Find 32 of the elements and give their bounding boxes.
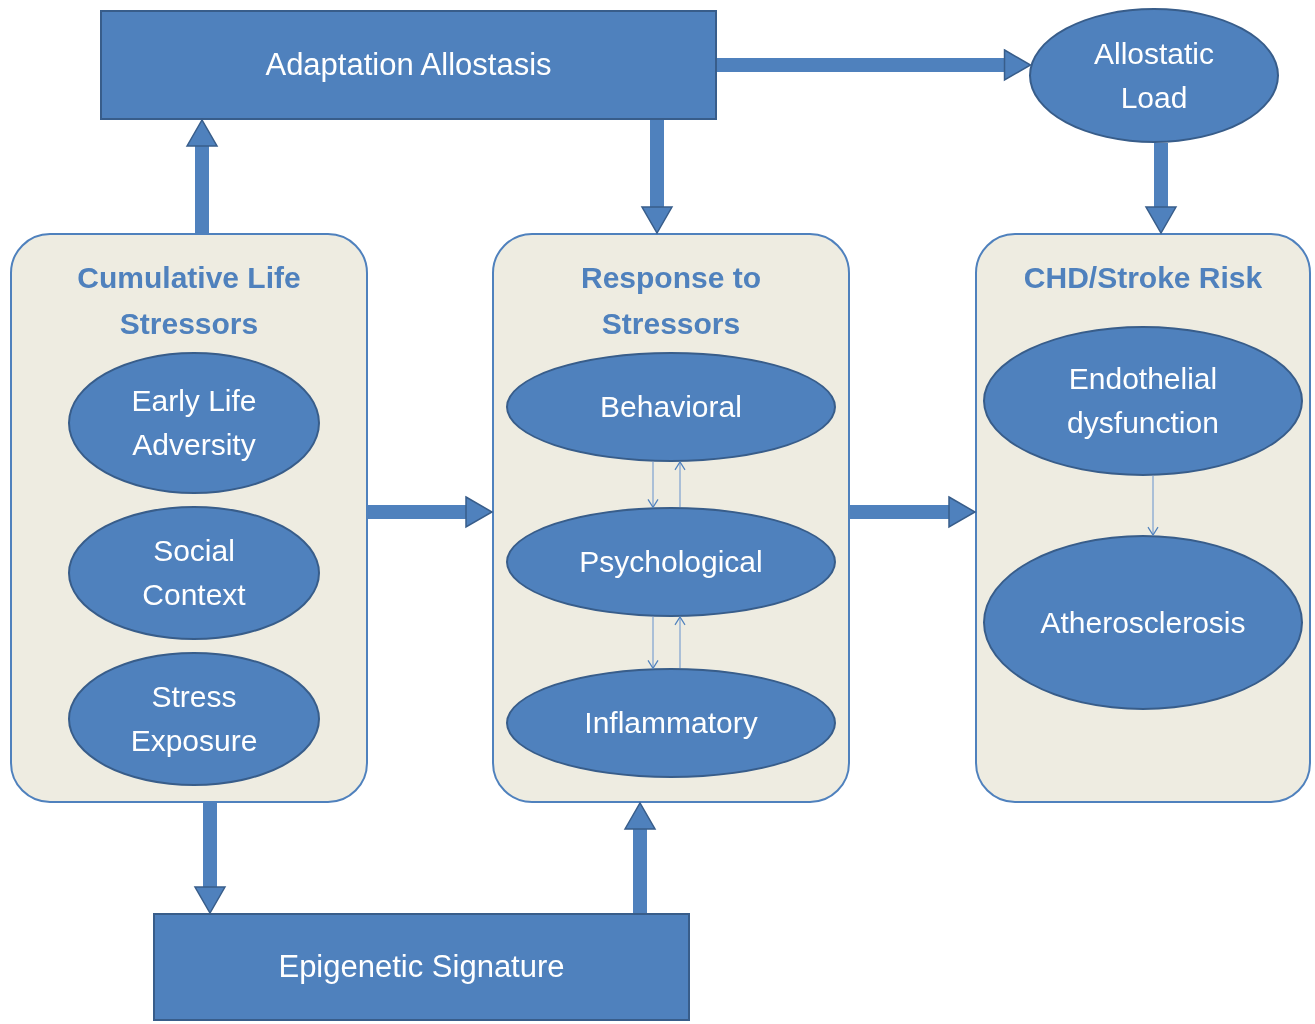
arrow bbox=[1147, 475, 1159, 536]
block-arrow bbox=[1145, 142, 1177, 234]
node-label: Epigenetic Signature bbox=[278, 948, 565, 986]
node-label: Atherosclerosis bbox=[1040, 604, 1246, 641]
arrow bbox=[647, 616, 659, 669]
node-label: Early Life Adversity bbox=[130, 383, 258, 463]
process-box bbox=[100, 10, 717, 120]
node-label: Psychological bbox=[579, 544, 763, 580]
node-label: Endothelial dysfunction bbox=[1066, 361, 1220, 441]
node-label: Stress Exposure bbox=[129, 679, 259, 759]
block-arrow bbox=[624, 802, 656, 913]
arrow bbox=[674, 461, 686, 508]
panel-heading: Response to Stressors bbox=[580, 260, 762, 342]
process-box bbox=[153, 913, 690, 1021]
arrow bbox=[647, 461, 659, 508]
panel-heading: Cumulative Life Stressors bbox=[76, 260, 302, 342]
node-label: Behavioral bbox=[600, 389, 742, 425]
block-arrow bbox=[194, 803, 226, 914]
node-label: Social Context bbox=[141, 533, 247, 613]
node-label: Inflammatory bbox=[584, 705, 758, 741]
node-label: Adaptation Allostasis bbox=[265, 46, 552, 84]
block-arrow bbox=[717, 49, 1032, 81]
group-panel bbox=[975, 233, 1311, 803]
group-panel bbox=[10, 233, 368, 803]
block-arrow bbox=[641, 120, 673, 234]
block-arrow bbox=[186, 119, 218, 233]
arrow bbox=[674, 616, 686, 669]
node-label: Allostatic Load bbox=[1092, 35, 1215, 116]
group-panel bbox=[492, 233, 850, 803]
block-arrow bbox=[850, 496, 976, 528]
block-arrow bbox=[368, 496, 493, 528]
panel-heading: CHD/Stroke Risk bbox=[1022, 260, 1264, 296]
